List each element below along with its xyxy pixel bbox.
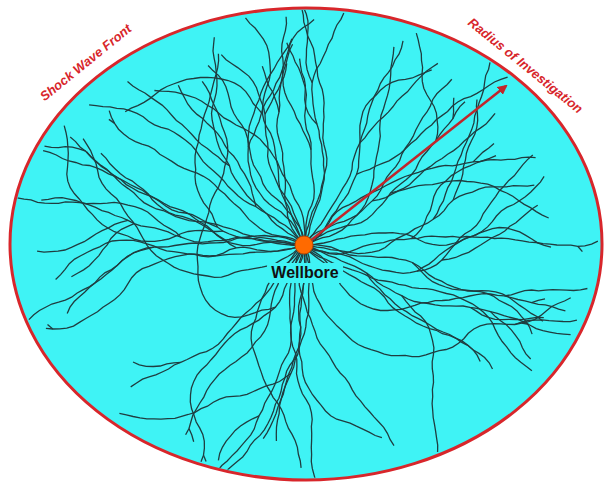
shock-wave-front (10, 8, 602, 480)
fracture-line (416, 33, 438, 141)
fracture-line (390, 113, 495, 193)
fracture-line (125, 77, 262, 114)
fracture-line (304, 8, 313, 83)
fracture-line (109, 111, 299, 242)
fracture-line (307, 13, 344, 240)
fracture-line (204, 455, 207, 461)
fracture-line (43, 151, 298, 246)
fracture-line (227, 354, 298, 471)
fracture-line (442, 205, 538, 260)
fracture-line (217, 251, 303, 471)
fracture-line (178, 85, 256, 207)
fracture-line (218, 416, 259, 461)
fracture-line (504, 289, 587, 296)
fracture-line (212, 37, 300, 241)
fracture-line (310, 244, 543, 321)
fracture-line (287, 43, 315, 239)
fracture-line (29, 236, 299, 320)
fracture-line (307, 79, 452, 240)
fracture-line (56, 240, 299, 279)
fracture-line (307, 250, 571, 356)
fracture-line (310, 228, 551, 248)
fracture-line (309, 236, 598, 254)
fracture-line (310, 185, 534, 254)
fracture-line (309, 70, 432, 241)
fracture-line (154, 91, 305, 240)
fracture-line (17, 198, 181, 237)
fracture-line (310, 157, 536, 243)
fracture-line (208, 66, 304, 240)
fracture-line (37, 220, 128, 252)
fracture-line (453, 100, 478, 201)
fracture-line (578, 246, 583, 251)
wellbore-dot (295, 236, 313, 254)
fracture-line (310, 47, 394, 243)
fracture-line (128, 81, 230, 165)
fracture-line (411, 156, 496, 239)
fracture-line (83, 139, 299, 278)
fracture-line (402, 296, 438, 452)
fracture-line (189, 429, 194, 442)
wellbore-label: Wellbore (267, 263, 342, 283)
fracture-line (246, 18, 302, 240)
fracture-line (119, 373, 291, 419)
fracture-line (412, 263, 532, 335)
fracture-line (67, 247, 154, 314)
fracture-line (308, 41, 403, 241)
radius-arrow (310, 86, 506, 241)
investigation-region (10, 8, 602, 480)
fracture-line (71, 224, 134, 277)
fracture-line (89, 105, 300, 241)
fracture-line (309, 102, 465, 242)
fracture-line (291, 250, 316, 482)
fracture-line (46, 247, 298, 329)
fracture-line (195, 54, 219, 227)
fracture-line (87, 152, 299, 244)
fracture-line (532, 299, 545, 303)
fracture-line (221, 55, 302, 240)
fracture-line (248, 39, 302, 240)
fracture-network (17, 8, 598, 482)
